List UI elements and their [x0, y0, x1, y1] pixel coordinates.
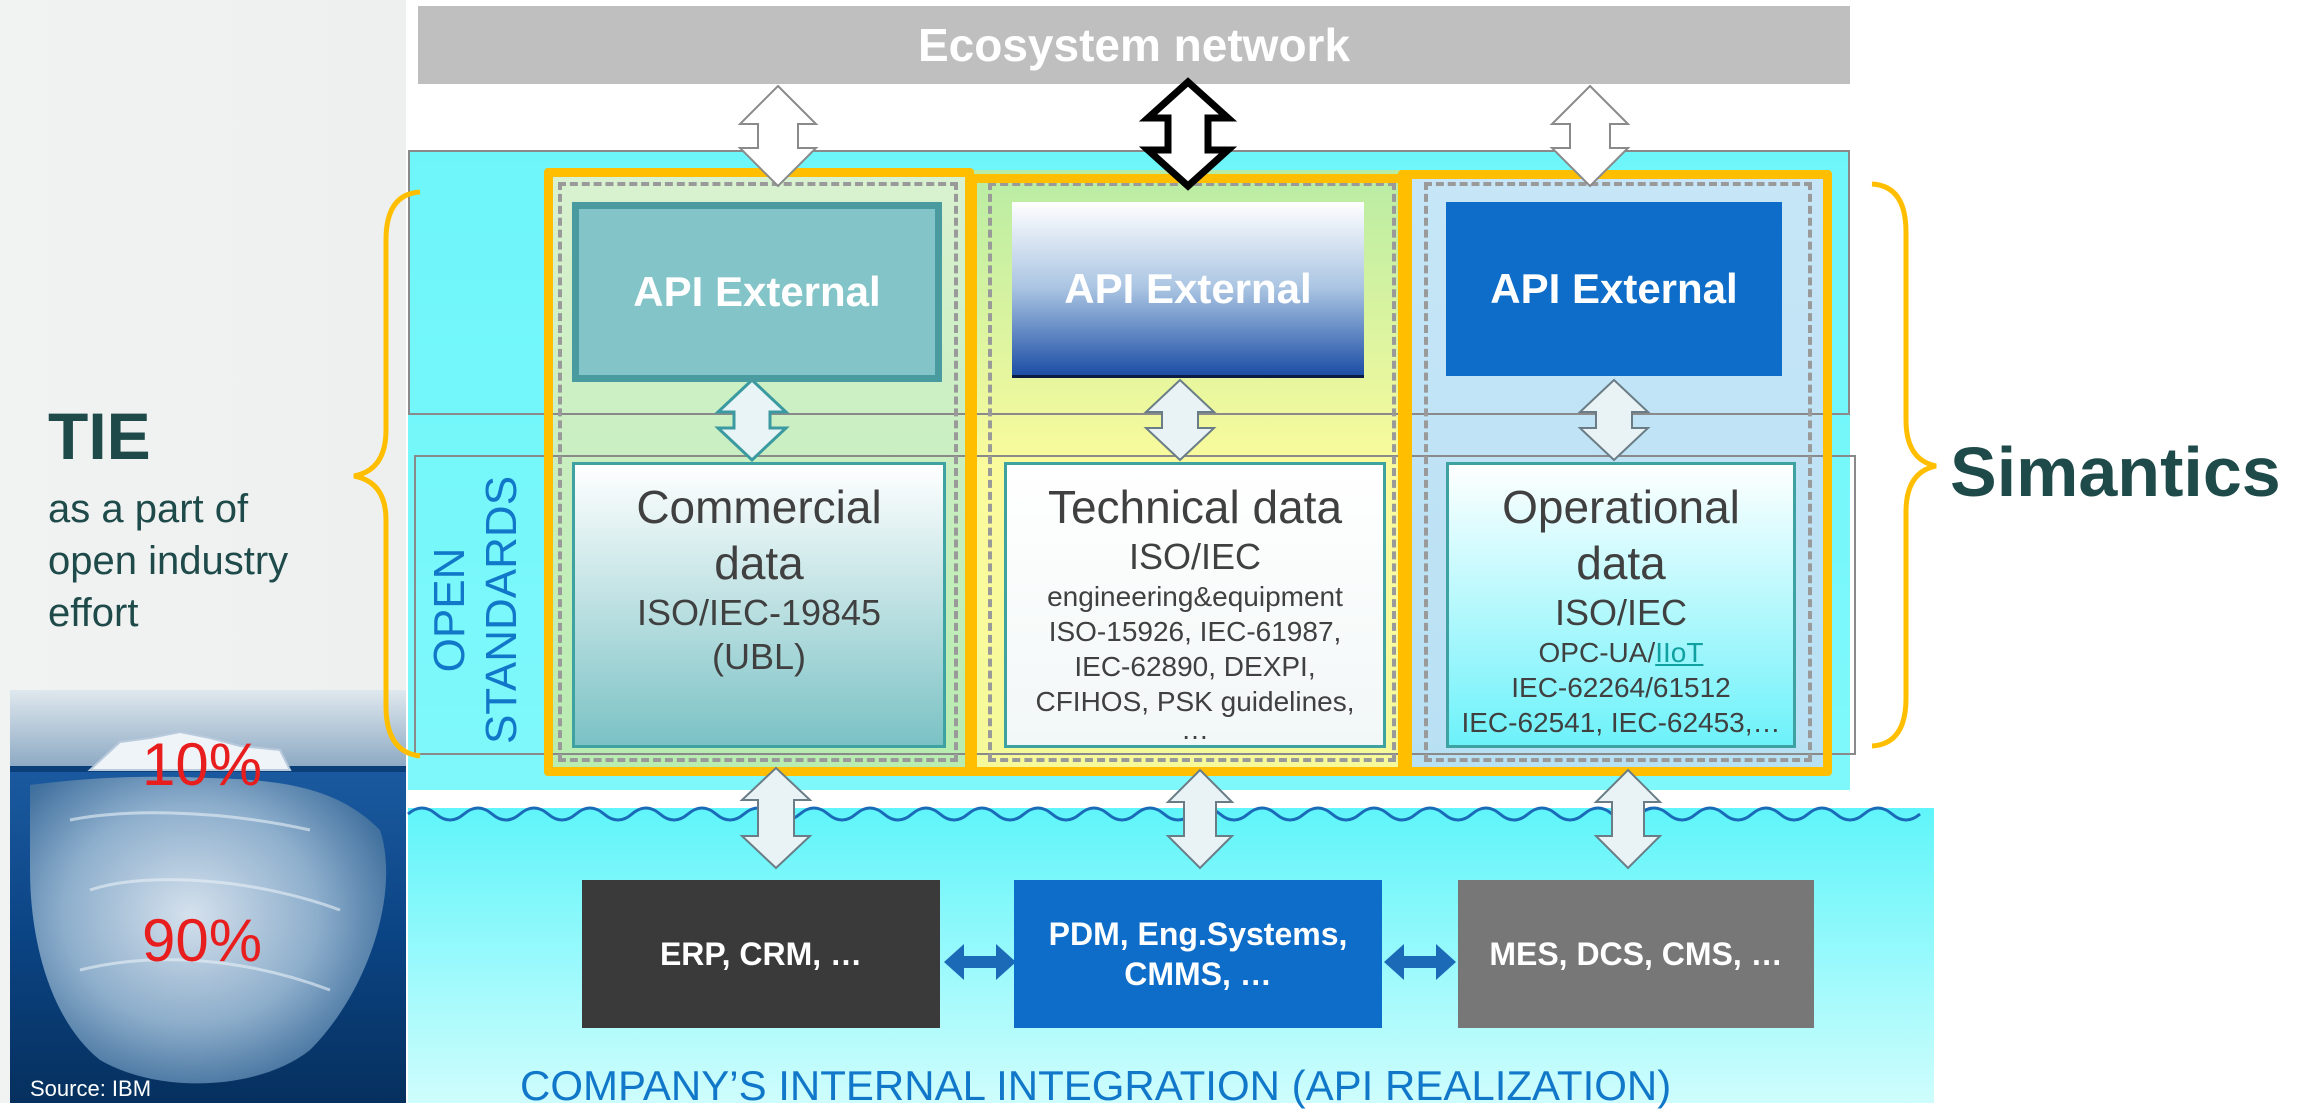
- orange-frame-operational: [1398, 170, 1832, 776]
- source-credit: Source: IBM: [30, 1076, 152, 1101]
- simantics-label: Simantics: [1950, 433, 2281, 511]
- open-standards-text: OPEN STANDARDS: [424, 476, 528, 744]
- standards-layer-frame: [414, 455, 1856, 755]
- data-small-line: …: [1181, 714, 1209, 745]
- tie-subtitle-line: effort: [48, 591, 139, 635]
- data-small-line: engineering&equipment: [1047, 581, 1343, 612]
- data-sub-line: (UBL): [711, 636, 806, 677]
- operational-data-box: Operational data ISO/IEC OPC-UA/IIoT IEC…: [1446, 462, 1796, 748]
- data-small-line: IEC-62264/61512: [1511, 672, 1731, 703]
- double-arrow-icon: [1549, 84, 1631, 188]
- open-standards-label: OPEN STANDARDS: [424, 470, 528, 750]
- open-standards-line: STANDARDS: [477, 475, 527, 745]
- data-title-line: Technical data: [1047, 481, 1343, 533]
- system-box-pdm-text: PDM, Eng.Systems, CMMS, …: [1048, 916, 1348, 992]
- data-small-line: IEC-62541, IEC-62453,…: [1461, 707, 1781, 738]
- data-title-line: Commercial: [636, 481, 882, 533]
- api-layer-frame: [408, 150, 1850, 415]
- data-title-line: data: [714, 537, 804, 589]
- data-sub-line: ISO/IEC: [1554, 592, 1688, 633]
- double-arrow-icon: [1165, 768, 1235, 870]
- commercial-dashed-frame: [558, 182, 958, 762]
- double-arrow-icon: [1577, 378, 1651, 462]
- double-arrow-icon: [739, 766, 813, 870]
- data-sub-line: ISO/IEC-19845: [636, 592, 882, 633]
- data-small-line: ISO-15926, IEC-61987,: [1048, 616, 1342, 647]
- right-brace: [1871, 181, 1937, 749]
- tie-title: TIE: [48, 399, 151, 473]
- tie-subtitle-line: as a part of: [48, 487, 249, 531]
- data-small-line: IEC-62890, DEXPI,: [1074, 651, 1316, 682]
- commercial-data-box: Commercial data ISO/IEC-19845 (UBL): [572, 462, 946, 748]
- tie-subtitle: as a part of open industry effort: [48, 483, 378, 639]
- horizontal-double-arrow-icon: [944, 944, 1016, 980]
- system-box-pdm: PDM, Eng.Systems, CMMS, …: [1014, 880, 1382, 1028]
- api-external-technical: API External: [1012, 202, 1364, 378]
- api-external-operational: API External: [1446, 202, 1782, 376]
- double-arrow-icon: [1143, 378, 1217, 462]
- percent-above-water: 10%: [142, 731, 263, 798]
- data-small-line: CFIHOS, PSK guidelines,: [1035, 686, 1355, 717]
- data-small-line: OPC-UA/IIoT: [1449, 635, 1793, 670]
- data-small-prefix: OPC-UA/: [1538, 637, 1656, 668]
- iiot-link[interactable]: IIoT: [1655, 637, 1704, 668]
- operational-dashed-frame: [1424, 182, 1812, 762]
- percent-below-water: 90%: [142, 907, 263, 974]
- data-title-line: Operational: [1502, 481, 1740, 533]
- technical-data-box: Technical data ISO/IEC engineering&equip…: [1004, 462, 1386, 748]
- open-standards-line: OPEN: [425, 547, 475, 673]
- double-arrow-icon: [714, 377, 790, 463]
- api-external-commercial: API External: [572, 202, 942, 382]
- ecosystem-network-bar: Ecosystem network: [418, 6, 1850, 84]
- data-title-line: data: [1576, 537, 1666, 589]
- double-arrow-icon: [737, 84, 819, 188]
- company-integration-label: COMPANY’S INTERNAL INTEGRATION (API REAL…: [520, 1062, 1672, 1109]
- system-box-mes: MES, DCS, CMS, …: [1458, 880, 1814, 1028]
- iceberg-image: [10, 690, 406, 1103]
- horizontal-double-arrow-icon: [1384, 944, 1456, 980]
- data-sub-line: ISO/IEC: [1128, 536, 1262, 577]
- tie-subtitle-line: open industry: [48, 539, 289, 583]
- double-arrow-icon: [1138, 77, 1238, 191]
- system-box-erp: ERP, CRM, …: [582, 880, 940, 1028]
- double-arrow-icon: [1593, 768, 1663, 870]
- left-brace: [353, 189, 421, 759]
- water-line: [407, 806, 1921, 822]
